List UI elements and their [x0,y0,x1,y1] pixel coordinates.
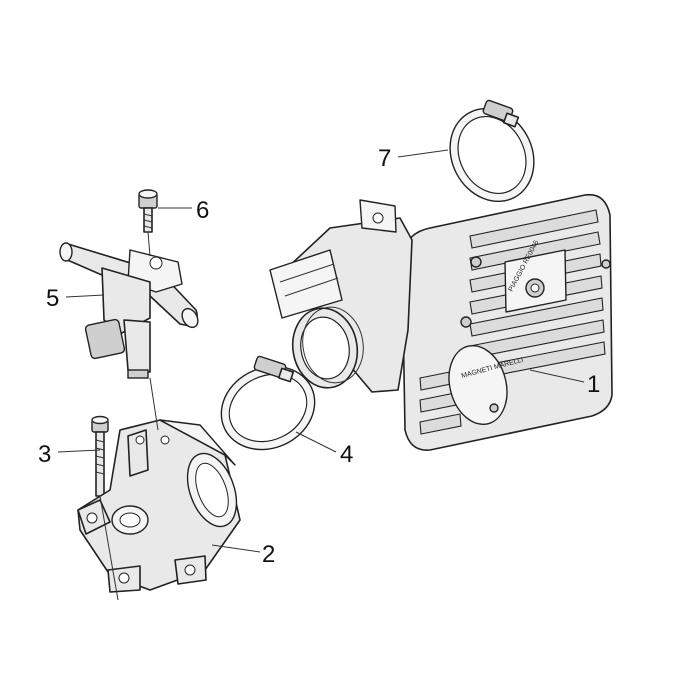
screw-part-6 [138,189,158,233]
throttle-body: PIAGGIO RE0046 MAGNETI MARELLI [269,193,613,451]
leader-line-1 [529,369,585,383]
callout-4: 4 [340,441,353,468]
callout-6: 6 [196,197,209,224]
callouts: 1 2 3 4 5 6 7 [38,145,600,568]
callout-1: 1 [587,371,600,398]
hose-clamp-lower [220,355,316,451]
intake-manifold [77,419,241,593]
callout-3: 3 [38,441,51,468]
callout-5: 5 [46,285,59,312]
callout-7: 7 [378,145,391,172]
leader-lines [57,149,585,553]
bolt-part-3 [91,415,109,497]
leader-line-3 [57,449,101,453]
leader-line-4 [295,431,337,453]
callout-2: 2 [262,541,275,568]
leader-line-7 [397,149,449,158]
leader-line-2 [211,544,261,553]
assembly-guide-lines [99,231,159,601]
hose-clamp-top [449,99,535,203]
leader-line-5 [65,294,105,298]
fuel-injector [59,242,199,379]
